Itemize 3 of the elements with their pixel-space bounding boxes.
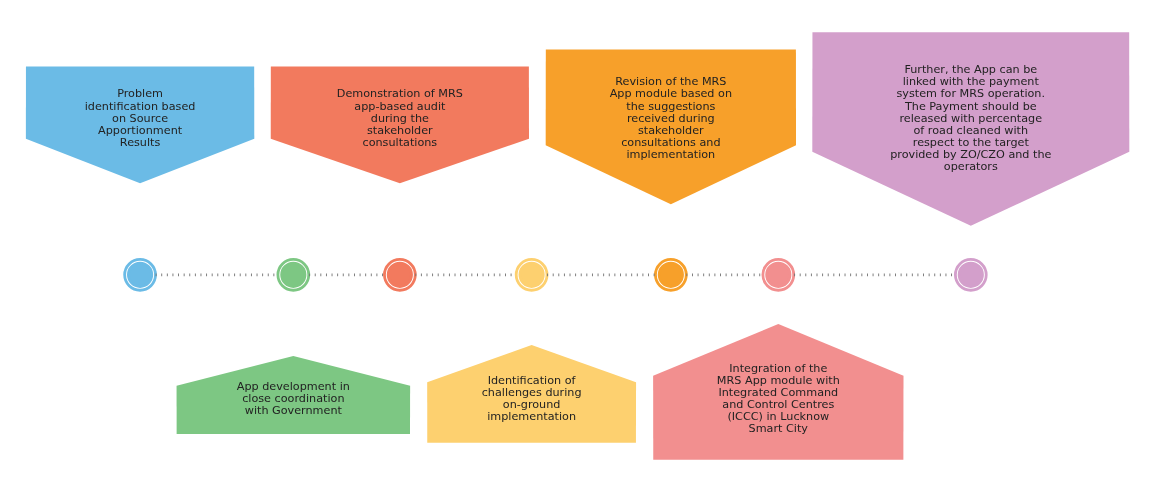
connector [309,273,385,277]
connector [686,273,763,277]
connector [547,273,656,277]
